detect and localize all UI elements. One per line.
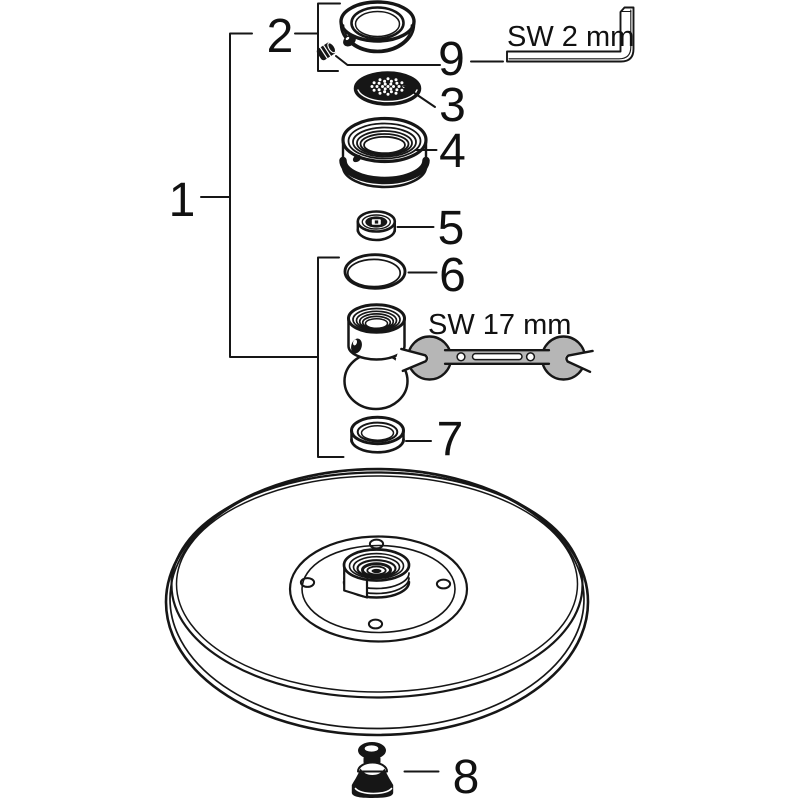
- flange-ring: [288, 535, 469, 643]
- filter-holes: [370, 77, 406, 96]
- callout-label-8: 8: [453, 751, 480, 800]
- flange-screw-holes: [299, 538, 452, 630]
- part-4-threaded-sleeve: [339, 116, 430, 189]
- callout-label-4: 4: [439, 125, 466, 178]
- center-hex-nut: [342, 548, 411, 599]
- callout-line-9: [335, 55, 504, 66]
- callout-label-5: 5: [438, 202, 465, 255]
- callout-line-2-bracket: [294, 2, 341, 72]
- part-6-o-ring: [343, 253, 407, 290]
- callout-line-1: [200, 32, 319, 358]
- part-2-mounting-ring: [339, 0, 416, 54]
- tool-label-sw-2mm: SW 2 mm: [507, 21, 634, 53]
- part-8-spray-nozzle: [351, 742, 394, 798]
- callout-label-9: 9: [438, 33, 465, 86]
- part-9-set-screw: [316, 42, 337, 61]
- callout-labels: 1 2 3 4 5 6 7 8 9 SW 2 mm SW 17 mm: [169, 10, 635, 800]
- callout-label-3: 3: [439, 79, 466, 132]
- set-screw-hole: [343, 34, 356, 47]
- part-ball-joint: [343, 303, 409, 411]
- callout-lines: [200, 2, 504, 773]
- callout-label-2: 2: [267, 10, 294, 63]
- callout-line-6-7-bracket: [317, 256, 345, 458]
- part-spray-disc: [164, 467, 590, 737]
- callout-label-6: 6: [439, 249, 466, 302]
- callout-line-3: [403, 85, 436, 108]
- callout-label-7: 7: [437, 413, 464, 466]
- part-5-flow-insert: [356, 210, 397, 242]
- part-7-sleeve-ring: [350, 415, 405, 454]
- part-3-filter-screen: [353, 71, 422, 106]
- tool-hex-key: [506, 6, 635, 63]
- tool-open-end-wrench: [395, 335, 598, 381]
- tool-label-sw-17mm: SW 17 mm: [428, 309, 571, 341]
- callout-label-1: 1: [169, 174, 196, 227]
